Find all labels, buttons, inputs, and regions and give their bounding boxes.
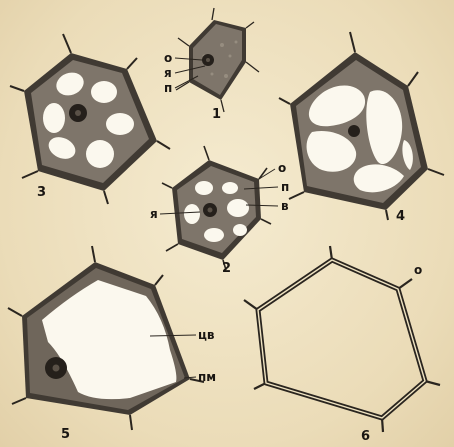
label-wall: о	[278, 161, 286, 175]
label-vacuole: в	[281, 199, 289, 213]
cell-1: о я п 1	[164, 8, 259, 122]
cell-2: о п в я 2	[150, 146, 289, 276]
label-nucleus: я	[150, 207, 158, 221]
label-wall: о	[164, 51, 172, 65]
label-protoplast: п	[281, 180, 289, 194]
cell-wall	[258, 260, 425, 418]
cell-4: 4	[279, 32, 444, 224]
cell-number: 5	[61, 427, 70, 442]
label-central-vacuole: цв	[198, 328, 215, 342]
cell-3: 3	[10, 34, 170, 204]
cell-number: 3	[37, 185, 46, 200]
cell-6: о 6	[244, 246, 440, 444]
label-protoplast: п	[164, 81, 172, 95]
nucleus	[348, 125, 360, 137]
label-protoplast-membrane: пм	[198, 370, 216, 384]
label-wall: о	[414, 263, 422, 277]
cell-number: 4	[396, 209, 405, 224]
label-nucleus: я	[164, 66, 172, 80]
cell-number: 6	[361, 429, 370, 444]
cell-number: 1	[212, 107, 221, 122]
cell-number: 2	[222, 261, 231, 276]
cell-5: цв пм 5	[8, 246, 216, 442]
